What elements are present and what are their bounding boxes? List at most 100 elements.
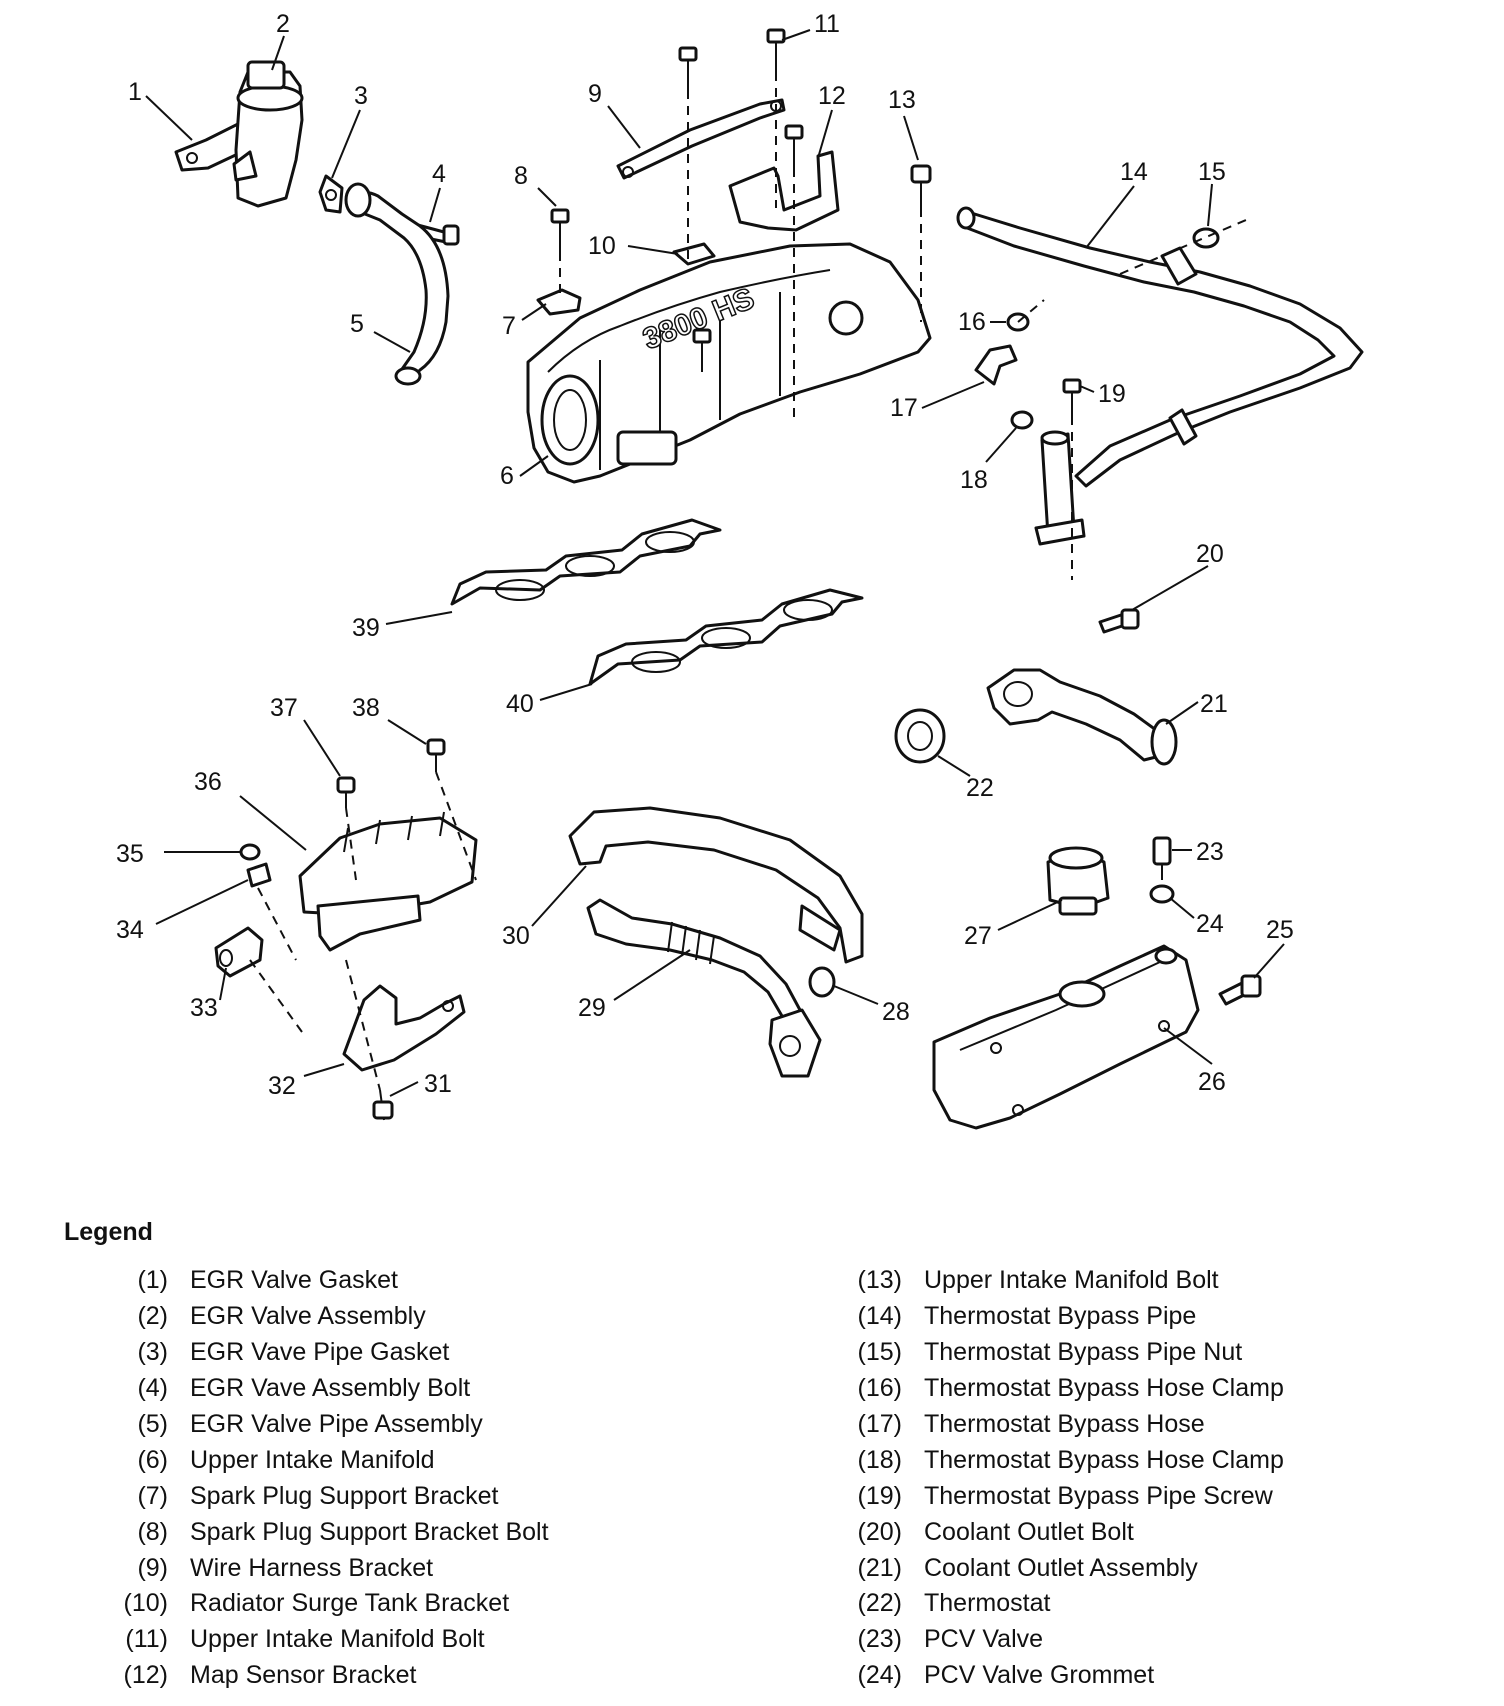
callout-11: 11 — [814, 10, 840, 38]
callout-4: 4 — [432, 160, 446, 188]
legend-item: (19)Thermostat Bypass Pipe Screw — [844, 1478, 1484, 1514]
part-map-sensor-bracket — [728, 150, 840, 232]
callout-12: 12 — [818, 82, 846, 110]
legend-item-number: (22) — [857, 1589, 902, 1618]
legend-item-number: (20) — [857, 1517, 902, 1546]
callout-18: 18 — [960, 466, 988, 494]
legend-item: (17) Thermostat Bypass Hose — [844, 1407, 1484, 1443]
part-bolt-31 — [372, 1089, 394, 1121]
legend-item-number: (11) — [125, 1625, 168, 1654]
legend-item-number: (12) — [123, 1661, 168, 1690]
legend-item-number: (6) — [137, 1445, 168, 1474]
legend-item-number: (14) — [857, 1302, 902, 1331]
part-bolt-38 — [426, 738, 446, 772]
callout-30: 30 — [502, 922, 530, 950]
legend-item: (20) Coolant Outlet Bolt — [844, 1514, 1484, 1550]
callout-numbers: 1 2 3 4 5 6 7 8 9 10 11 12 13 14 15 16 1… — [116, 10, 1294, 1100]
legend-item-number: (24) — [857, 1661, 902, 1690]
legend-item-number: (18) — [857, 1445, 902, 1474]
legend-column-left: (1)EGR Valve Gasket (2)EGR Valve Assembl… — [110, 1263, 770, 1694]
part-thermostat — [894, 708, 946, 764]
legend-item-label: Thermostat — [924, 1589, 1051, 1618]
callout-31: 31 — [424, 1070, 452, 1098]
part-intake-gasket-39 — [450, 518, 722, 606]
exploded-parts-diagram: 3800 HS — [116, 10, 1364, 1130]
legend-item: (12)Map Sensor Bracket — [110, 1658, 770, 1694]
part-oil-fill-cap — [1046, 846, 1110, 916]
legend-item-label: Wire Harness Bracket — [190, 1553, 434, 1582]
legend-item: (24) PCV Valve Grommet — [844, 1658, 1484, 1694]
callout-20: 20 — [1196, 540, 1224, 568]
callout-6: 6 — [500, 462, 514, 490]
part-heat-shield — [568, 806, 864, 964]
legend-item-label: Thermostat Bypass Pipe Nut — [924, 1338, 1243, 1367]
legend-item-label: Upper Intake Manifold Bolt — [190, 1625, 485, 1654]
callout-9: 9 — [588, 80, 602, 108]
callout-27: 27 — [964, 922, 992, 950]
legend-item-label: PCV Valve — [924, 1625, 1044, 1654]
legend-item: (6) Upper Intake Manifold — [110, 1442, 770, 1478]
legend-item-label: Thermostat Bypass Pipe — [924, 1302, 1197, 1331]
part-pcv-valve — [1152, 836, 1172, 880]
part-bypass-hose — [974, 344, 1018, 386]
legend-item-number: (8) — [137, 1517, 168, 1546]
part-coolant-outlet — [986, 668, 1178, 766]
legend-item-number: (23) — [857, 1625, 902, 1654]
callout-7: 7 — [502, 312, 516, 340]
legend-item-label: Coolant Outlet Bolt — [924, 1517, 1134, 1546]
legend-item-label: Spark Plug Support Bracket — [190, 1481, 499, 1510]
callout-34: 34 — [116, 916, 144, 944]
part-coolant-outlet-bolt — [1098, 608, 1140, 634]
legend-item: (10) Radiator Surge Tank Bracket — [110, 1586, 770, 1622]
legend-item-label: Radiator Surge Tank Bracket — [190, 1589, 510, 1618]
part-bypass-hose-clamps — [1006, 312, 1034, 430]
legend-item-label: EGR Vave Assembly Bolt — [190, 1374, 471, 1403]
legend-item-number: (10) — [123, 1589, 168, 1618]
part-small-nut-35 — [239, 843, 261, 861]
part-egr-pipe — [344, 182, 450, 386]
callout-38: 38 — [352, 694, 380, 722]
callout-21: 21 — [1200, 690, 1228, 718]
legend-item-number: (16) — [857, 1374, 902, 1403]
callout-17: 17 — [890, 394, 918, 422]
part-upper-intake-manifold: 3800 HS — [526, 242, 932, 484]
legend-item-number: (9) — [137, 1553, 168, 1582]
callout-25: 25 — [1266, 916, 1294, 944]
part-grommet-28 — [808, 966, 836, 998]
callout-5: 5 — [350, 310, 364, 338]
callout-16: 16 — [958, 308, 986, 336]
legend-item-label: Thermostat Bypass Hose Clamp — [924, 1445, 1284, 1474]
legend-item-number: (5) — [137, 1410, 168, 1438]
legend-item: (7) Spark Plug Support Bracket — [110, 1478, 770, 1514]
legend-item-label: Thermostat Bypass Hose — [924, 1410, 1205, 1438]
part-bypass-pipe-housing — [1034, 430, 1086, 546]
legend-item-number: (7) — [137, 1481, 168, 1510]
part-egr-crossover-pipe — [586, 898, 822, 1078]
callout-13: 13 — [888, 86, 916, 114]
callout-15: 15 — [1198, 158, 1226, 186]
callout-1: 1 — [128, 78, 142, 106]
legend-item: (4)EGR Vave Assembly Bolt — [110, 1371, 770, 1407]
legend-column-right: (13)Upper Intake Manifold Bolt (14)Therm… — [844, 1263, 1484, 1694]
callout-23: 23 — [1196, 838, 1224, 866]
callout-40: 40 — [506, 690, 534, 718]
part-thermostat-bypass-pipe — [956, 206, 1364, 488]
alignment-lines — [249, 72, 1247, 1091]
legend-item: (18) Thermostat Bypass Hose Clamp — [844, 1442, 1484, 1478]
legend-item: (2)EGR Valve Assembly — [110, 1299, 770, 1335]
legend-item: (8) Spark Plug Support Bracket Bolt — [110, 1514, 770, 1550]
callout-39: 39 — [352, 614, 380, 642]
legend-item-number: (17) — [857, 1410, 902, 1438]
callout-35: 35 — [116, 840, 144, 868]
legend-item-label: Coolant Outlet Assembly — [924, 1553, 1198, 1582]
legend-item: (22) Thermostat — [844, 1586, 1484, 1622]
legend-item-label: PCV Valve Grommet — [924, 1661, 1155, 1690]
callout-8: 8 — [514, 162, 528, 190]
legend-item: (21)Coolant Outlet Assembly — [844, 1550, 1484, 1586]
part-valve-cover-bolt — [1218, 974, 1262, 1006]
part-spark-plug-bracket — [536, 288, 582, 316]
legend-item-label: Spark Plug Support Bracket Bolt — [190, 1517, 549, 1546]
legend-item-label: Thermostat Bypass Pipe Screw — [924, 1481, 1273, 1510]
legend-item-label: Upper Intake Manifold — [190, 1445, 435, 1474]
legend-item: (9) Wire Harness Bracket — [110, 1550, 770, 1586]
